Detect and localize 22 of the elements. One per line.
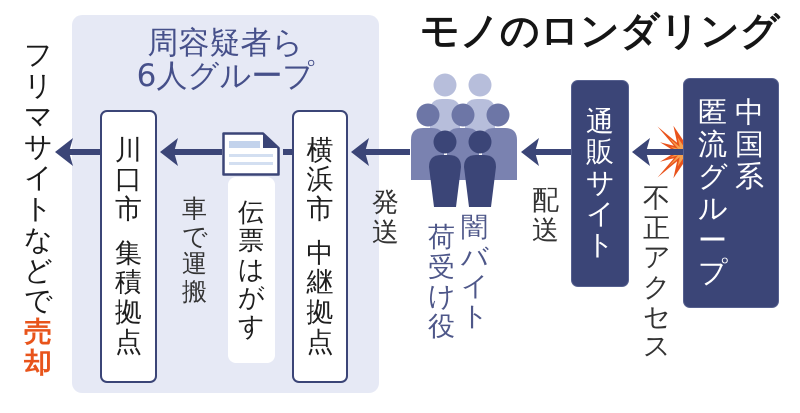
arrow (351, 138, 410, 166)
arrow (521, 138, 571, 166)
edge-label: 配送 (532, 186, 559, 246)
process-box (683, 78, 779, 308)
note-text: 伝票はがす (238, 198, 264, 342)
connector-line (283, 149, 292, 155)
edge-label: 車で運搬 (182, 195, 207, 305)
process-box (571, 80, 629, 287)
arrow (55, 138, 100, 166)
people-group-icon (410, 72, 518, 208)
edge-label: 発送 (372, 188, 399, 248)
box-label: 横浜市中継拠点 (306, 136, 334, 358)
process-box (292, 110, 348, 383)
edge-label: 不正アクセス (643, 184, 670, 362)
box-label: 川口市集積拠点 (115, 136, 142, 358)
vertical-label: フリマサイトなどで売却 (24, 40, 52, 379)
arrow (160, 138, 222, 166)
box-label: 中国系匿流グループ (698, 97, 764, 289)
diagram-title: モノのロンダリング (420, 10, 780, 55)
box-label: 通販サイト (586, 106, 614, 260)
process-box (100, 110, 157, 383)
panel-heading: 周容疑者ら6人グループ (136, 27, 314, 94)
